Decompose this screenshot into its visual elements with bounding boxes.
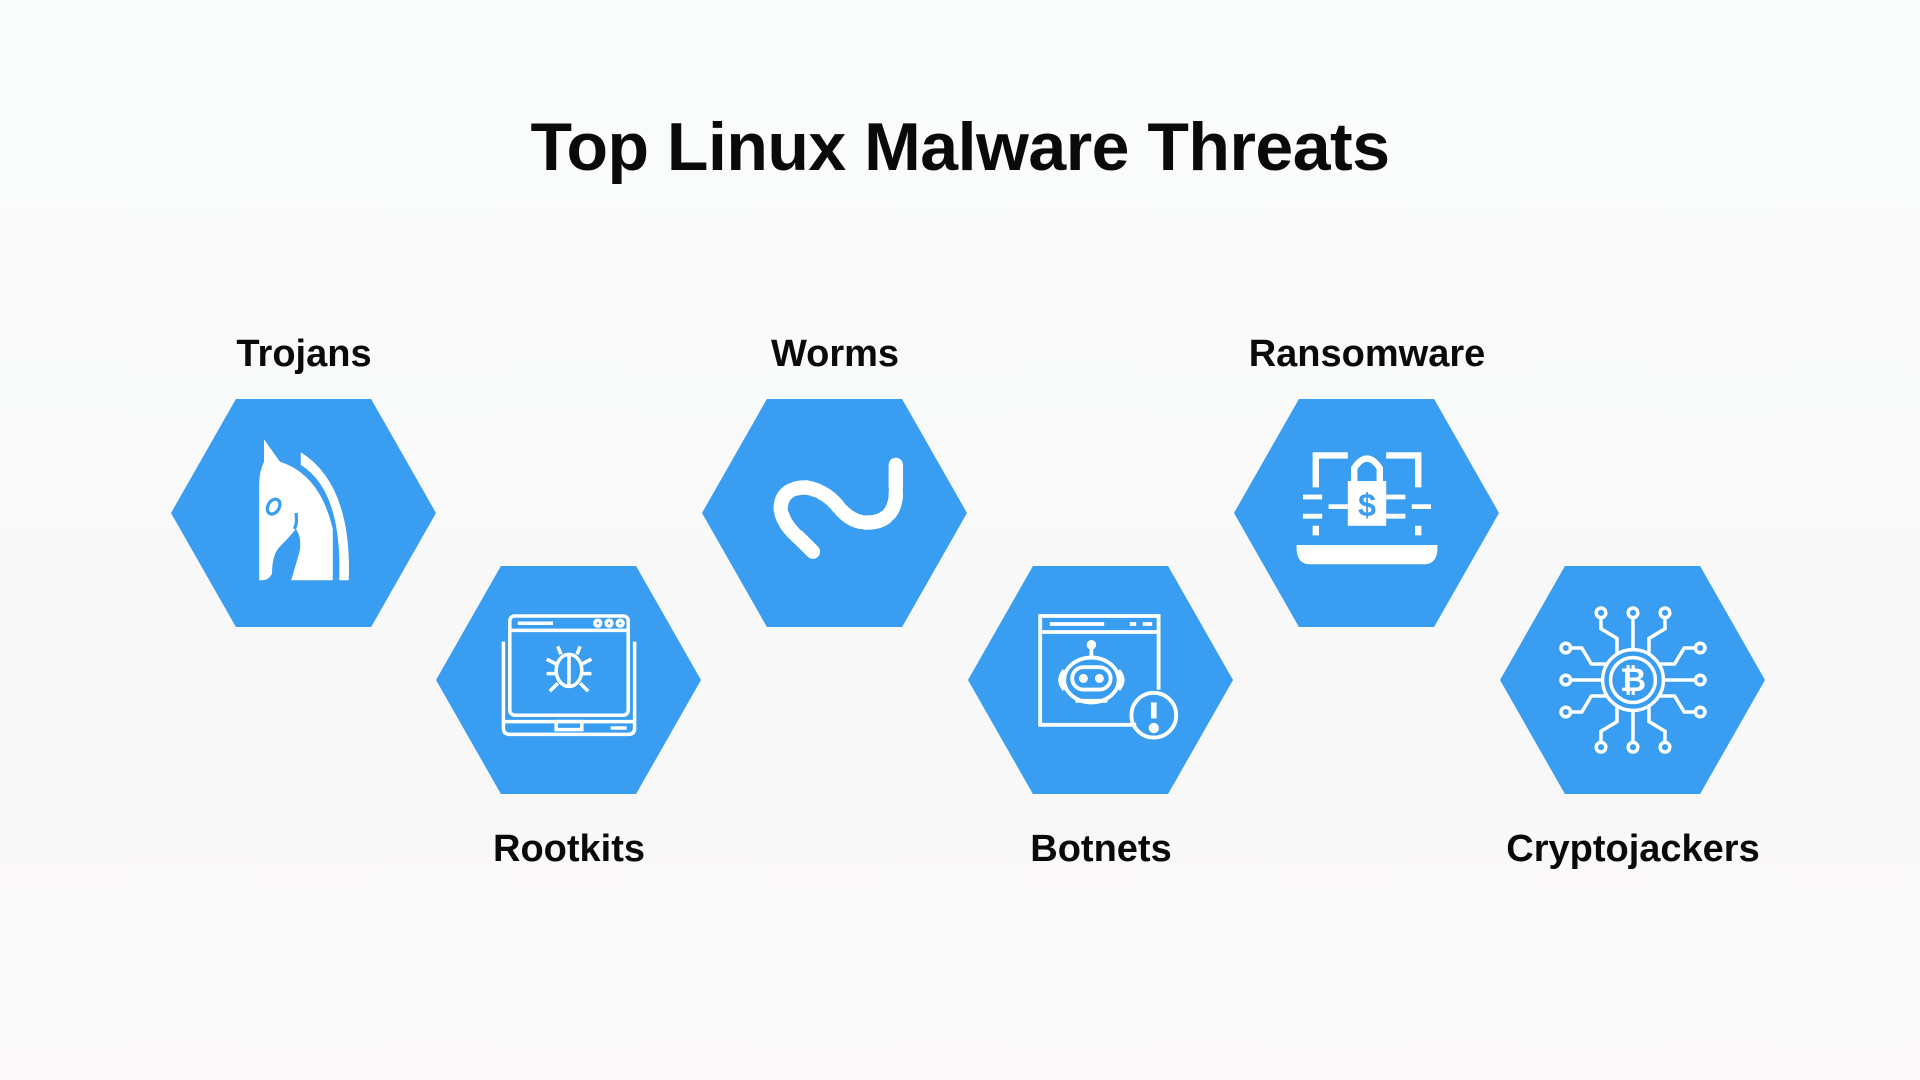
label-trojans: Trojans	[236, 333, 372, 375]
svg-text:₿: ₿	[1619, 662, 1645, 698]
laptop-bug-icon	[501, 614, 636, 737]
hex-rootkits	[436, 566, 701, 794]
label-worms: Worms	[770, 333, 900, 375]
bot-alert-icon	[1037, 614, 1178, 740]
hex-cryptojackers: ₿	[1500, 566, 1765, 794]
laptop-lock-dollar-icon: $	[1296, 452, 1437, 565]
bitcoin-circuit-icon: ₿	[1558, 606, 1707, 754]
page-title: Top Linux Malware Threats	[530, 109, 1390, 185]
label-cryptojackers: Cryptojackers	[1506, 828, 1760, 870]
hex-trojans	[171, 399, 436, 627]
worm-icon	[772, 457, 903, 562]
hex-botnets	[968, 566, 1233, 794]
trojan-horse-icon	[258, 439, 349, 581]
hex-worms	[702, 399, 967, 627]
hex-ransomware: $	[1234, 399, 1499, 627]
label-ransomware: Ransomware	[1248, 333, 1486, 375]
label-botnets: Botnets	[1030, 828, 1172, 870]
svg-text:$: $	[1358, 487, 1376, 523]
label-rootkits: Rootkits	[493, 828, 645, 870]
